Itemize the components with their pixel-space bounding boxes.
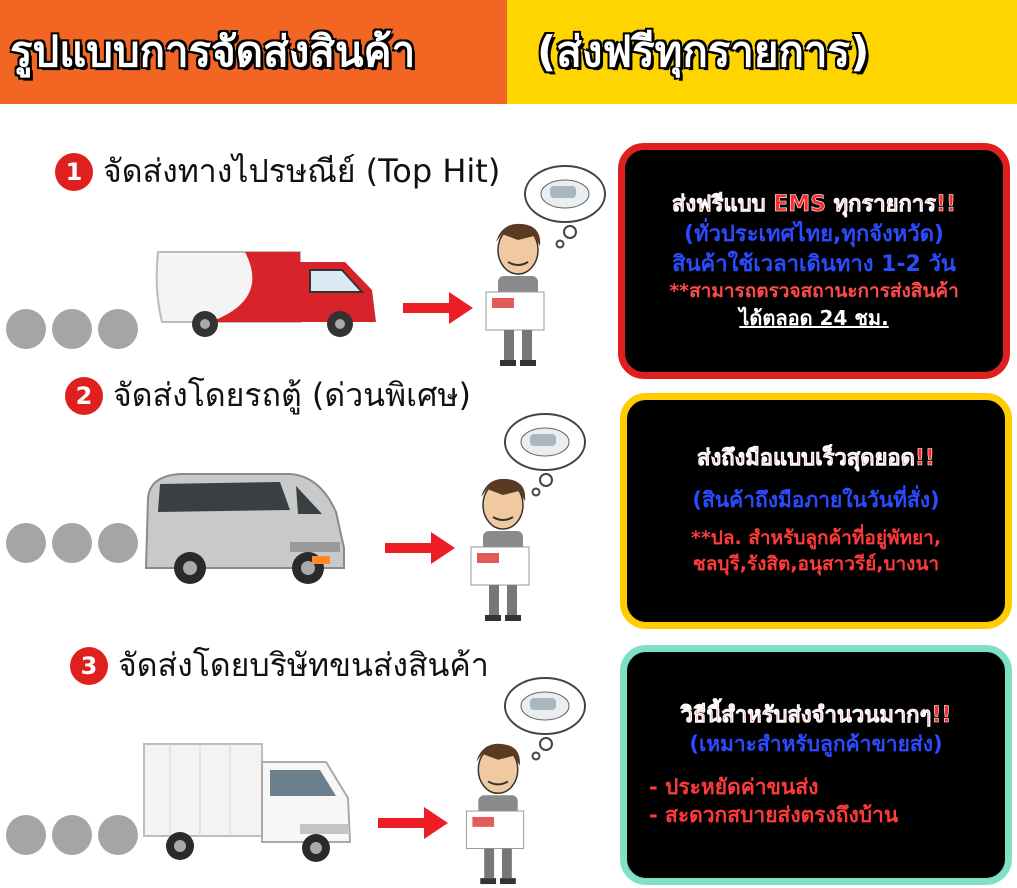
info-line: ได้ตลอด 24 ชม. [739, 305, 889, 330]
info-line: วิธีนี้สำหรับส่งจำนวนมากๆ!! [680, 702, 952, 728]
section-3-title: 3 จัดส่งโดยบริษัทขนส่งสินค้า [70, 640, 489, 691]
section-2-number: 2 [65, 376, 103, 415]
cargo-truck-icon [143, 743, 352, 862]
dot [6, 309, 46, 349]
arrow-right-icon [385, 532, 455, 564]
info-line: ชลบุรี,รังสิต,อนุสาวรีย์,บางนา [692, 553, 940, 576]
info-line: **ปล. สำหรับลูกค้าที่อยู่พัทยา, [690, 527, 942, 550]
section-1-dots [6, 309, 138, 349]
info-line: - ประหยัดค่าขนส่ง [649, 774, 819, 799]
dot [6, 815, 46, 855]
dot [98, 815, 138, 855]
info-line: (สินค้าถึงมือภายในวันที่สั่ง) [692, 488, 940, 513]
section-3-label: จัดส่งโดยบริษัทขนส่งสินค้า [118, 646, 489, 684]
thought-bubble-product-icon [504, 677, 586, 761]
thought-bubble-product-icon [504, 413, 586, 497]
info-box-cargo: วิธีนี้สำหรับส่งจำนวนมากๆ!! (เหมาะสำหรับ… [620, 645, 1012, 885]
info-line: (ทั่วประเทศไทย,ทุกจังหวัด) [684, 221, 944, 247]
info-line: (เหมาะสำหรับลูกค้าขายส่ง) [689, 732, 943, 757]
dot [6, 523, 46, 563]
delivery-person-icon [465, 743, 525, 885]
info-box-van: ส่งถึงมือแบบเร็วสุดยอด!! (สินค้าถึงมือภา… [620, 393, 1012, 629]
dot [98, 523, 138, 563]
dot [52, 523, 92, 563]
info-line: - สะดวกสบายส่งตรงถึงบ้าน [649, 803, 899, 828]
section-2-dots [6, 523, 138, 563]
section-1-number: 1 [55, 152, 93, 191]
dot [52, 815, 92, 855]
section-1-label: จัดส่งทางไปรษณีย์ (Top Hit) [103, 152, 501, 190]
info-line: **สามารถตรวจสถานะการส่งสินค้า [669, 280, 959, 303]
arrow-right-icon [378, 807, 448, 839]
header-title: รูปแบบการจัดส่งสินค้า [9, 26, 416, 77]
info-box-ems: ส่งฟรีแบบ EMS ทุกรายการ!! (ทั่วประเทศไทย… [618, 143, 1010, 379]
info-line: ส่งถึงมือแบบเร็วสุดยอด!! [697, 446, 936, 472]
header-subtitle: (ส่งฟรีทุกรายการ) [536, 26, 870, 77]
info-line: สินค้าใช้เวลาเดินทาง 1-2 วัน [672, 251, 956, 277]
delivery-person-icon [485, 223, 545, 366]
section-1-title: 1 จัดส่งทางไปรษณีย์ (Top Hit) [55, 146, 500, 197]
section-3-dots [6, 815, 138, 855]
section-2-title: 2 จัดส่งโดยรถตู้ (ด่วนพิเศษ) [65, 370, 471, 421]
arrow-right-icon [403, 292, 473, 324]
delivery-person-icon [470, 478, 530, 621]
thought-bubble-product-icon [524, 165, 606, 249]
header-left-panel: รูปแบบการจัดส่งสินค้า [0, 0, 507, 104]
header-right-panel: (ส่งฟรีทุกรายการ) [507, 0, 1017, 104]
dot [52, 309, 92, 349]
section-3-number: 3 [70, 646, 108, 685]
info-line: ส่งฟรีแบบ EMS ทุกรายการ!! [671, 192, 957, 218]
dot [98, 309, 138, 349]
header-banner: รูปแบบการจัดส่งสินค้า (ส่งฟรีทุกรายการ) [0, 0, 1017, 104]
section-2-label: จัดส่งโดยรถตู้ (ด่วนพิเศษ) [113, 376, 471, 414]
postal-truck-icon [155, 251, 376, 337]
van-icon [144, 473, 345, 584]
